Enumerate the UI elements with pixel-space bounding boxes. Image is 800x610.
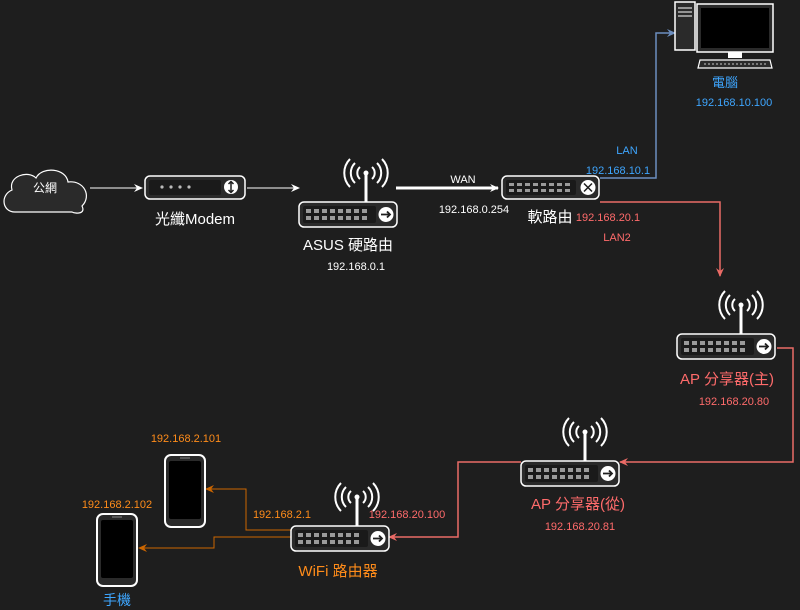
lan2-link-label: LAN2 [603,232,631,244]
pc-node: 電腦 192.168.10.100 [674,1,774,109]
smartphone-icon [96,513,138,587]
smartphone-icon [164,454,206,528]
modem-node: 光纖Modem [144,175,246,228]
pc-label: 電腦 [712,75,738,90]
wifi-wan-ip: 192.168.20.100 [369,509,445,521]
link-wifi-phone1 [205,485,291,531]
wifi-router-icon [676,289,776,360]
lan-link-label: LAN [616,145,637,157]
connectors [90,29,794,552]
wifi-router-icon [298,157,398,228]
ap-sub-node: AP 分享器(從) 192.168.20.81 [520,416,625,533]
soft-lan-ip: 192.168.10.1 [586,165,650,177]
wifi-router-icon [520,416,620,487]
asus-ip: 192.168.0.1 [327,261,385,273]
desktop-computer-icon [674,1,774,69]
link-soft-pc [600,29,676,179]
ap-main-ip: 192.168.20.80 [699,396,769,408]
modem-label: 光纖Modem [155,211,235,228]
phone1-node: 192.168.2.101 [151,433,221,528]
phone2-node: 192.168.2.102 手機 [82,499,152,608]
pc-ip: 192.168.10.100 [696,97,772,109]
wifi-router-label: WiFi 路由器 [298,563,377,580]
link-wifi-phone2 [138,536,291,552]
ap-sub-label: AP 分享器(從) [531,496,625,513]
wifi-router-node: WiFi 路由器 192.168.20.100 192.168.2.1 [253,481,445,580]
phone2-label: 手機 [103,592,131,608]
wifi-lan-ip: 192.168.2.1 [253,509,311,521]
asus-label: ASUS 硬路由 [303,237,393,254]
link-apsub-wifi [388,461,521,541]
modem-icon [144,175,246,200]
asus-router-node: ASUS 硬路由 192.168.0.1 [298,157,398,273]
soft-router-label: 軟路由 [527,209,572,226]
internet-node: 公網 [3,169,87,214]
switch-icon [501,175,600,200]
link-apmain-apsub [619,347,794,466]
ap-sub-ip: 192.168.20.81 [545,521,615,533]
soft-lan2-ip: 192.168.20.1 [576,212,640,224]
wan-link-label: WAN [450,174,475,186]
cloud-icon [3,169,87,214]
ap-main-label: AP 分享器(主) [680,371,774,388]
internet-label: 公網 [33,181,57,195]
soft-router-node: 軟路由 192.168.0.254 WAN 192.168.10.1 LAN 1… [439,145,650,244]
soft-wan-ip: 192.168.0.254 [439,204,509,216]
ap-main-node: AP 分享器(主) 192.168.20.80 [676,289,776,408]
phone1-ip: 192.168.2.101 [151,433,221,445]
phone2-ip: 192.168.2.102 [82,499,152,511]
link-soft-apmain [600,201,724,277]
